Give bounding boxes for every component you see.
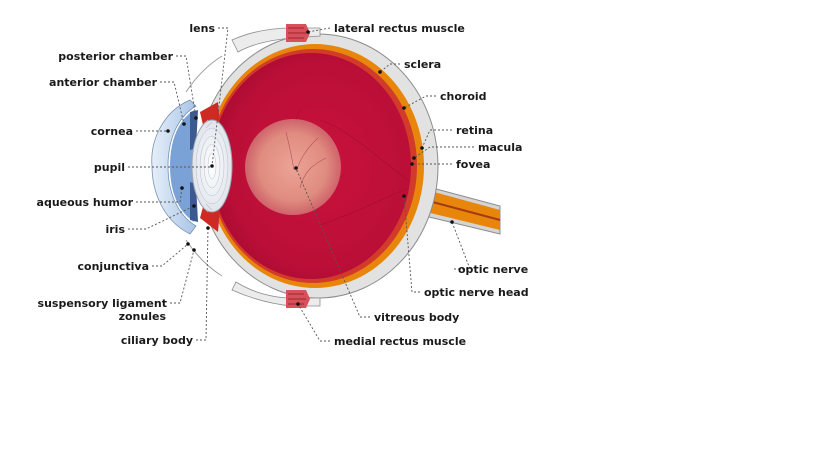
leader-lines-left [128, 27, 229, 341]
label-cornea: cornea [91, 125, 133, 138]
label-suspensory-ligament: suspensory ligament [38, 297, 167, 310]
label-choroid: choroid [440, 90, 487, 103]
label-lens: lens [189, 22, 215, 35]
label-medial-rectus-muscle: medial rectus muscle [334, 335, 466, 348]
label-retina: retina [456, 124, 493, 137]
label-posterior-chamber: posterior chamber [58, 50, 173, 63]
label-ciliary-body: ciliary body [121, 334, 193, 347]
label-iris: iris [105, 223, 125, 236]
label-optic-nerve-head: optic nerve head [424, 286, 529, 299]
cornea-shape [151, 99, 197, 235]
lateral-rectus-muscle-shape [231, 24, 321, 53]
pointer-dots [166, 30, 454, 306]
label-lateral-rectus-muscle: lateral rectus muscle [334, 22, 465, 35]
macula-shape [245, 119, 341, 215]
zonules-shape [203, 119, 213, 213]
label-anterior-chamber: anterior chamber [49, 76, 158, 89]
label-zonules: zonules [119, 310, 167, 323]
label-pupil: pupil [94, 161, 125, 174]
label-sclera: sclera [404, 58, 441, 71]
label-macula: macula [478, 141, 522, 154]
label-vitreous-body: vitreous body [374, 311, 459, 324]
aqueous-humor-shape [170, 110, 196, 222]
medial-rectus-muscle-shape [231, 281, 321, 308]
label-fovea: fovea [456, 158, 490, 171]
label-conjunctiva: conjunctiva [78, 260, 149, 273]
label-optic-nerve: optic nerve [458, 263, 528, 276]
leader-lines-right [295, 27, 474, 342]
label-aqueous-humor: aqueous humor [37, 196, 134, 209]
